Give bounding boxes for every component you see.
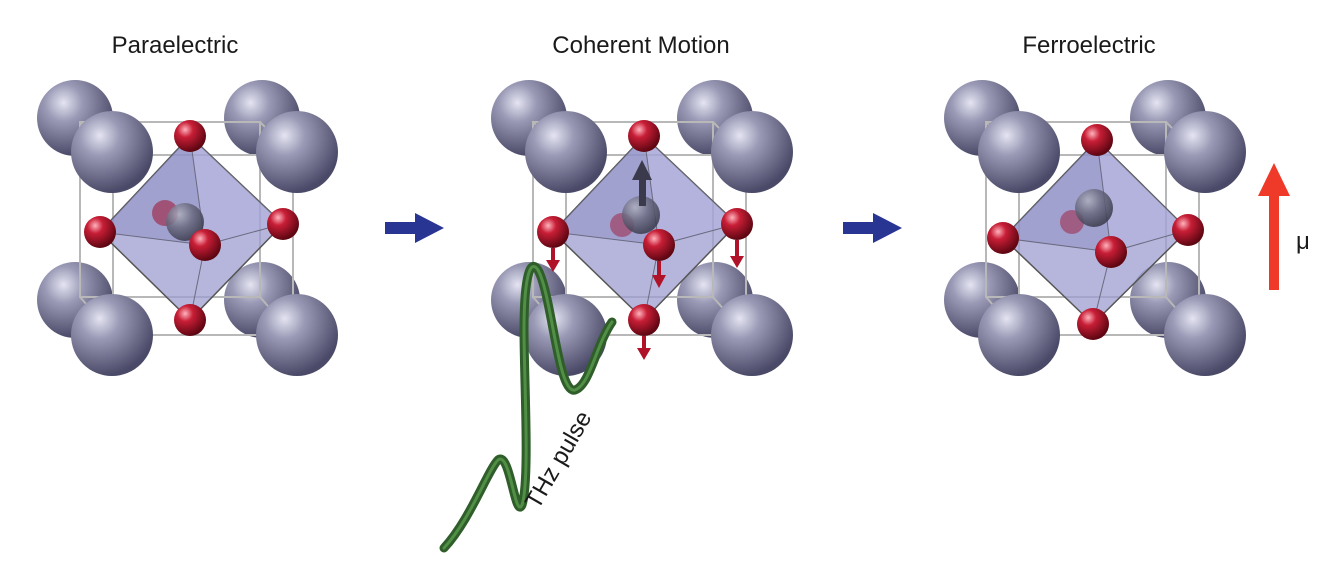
front-spheres (525, 111, 793, 376)
oxygen-displacement-arrows (546, 240, 744, 360)
oxygen-atom (628, 120, 660, 152)
b-site-atom (622, 196, 660, 234)
b-site-displacement-arrow (632, 160, 652, 206)
oxygen-atom (1095, 236, 1127, 268)
crystal-paraelectric (37, 80, 338, 376)
oxygen-atom (174, 304, 206, 336)
crystal-ferroelectric (944, 80, 1246, 376)
front-spheres (978, 111, 1246, 376)
octahedron-face (644, 136, 737, 245)
a-site-atom (525, 294, 607, 376)
transition-arrow-1 (385, 213, 444, 243)
front-spheres (71, 111, 338, 376)
polarization-arrow (1258, 163, 1290, 290)
polarization-label: μ (1296, 228, 1310, 255)
a-site-atom (256, 294, 338, 376)
oxygen-atom (84, 216, 116, 248)
a-site-atom (1164, 294, 1246, 376)
octahedron-face (190, 136, 283, 245)
oxygen-atom (1077, 308, 1109, 340)
title-paraelectric: Paraelectric (111, 32, 239, 59)
a-site-atom (525, 111, 607, 193)
oxygen-atom (643, 229, 675, 261)
transition-arrow-2 (843, 213, 902, 243)
oxygen-atom (721, 208, 753, 240)
b-site-atom (166, 203, 204, 241)
oxygen-atom (628, 304, 660, 336)
oxygen-atom (537, 216, 569, 248)
title-ferroelectric: Ferroelectric (1022, 32, 1156, 59)
title-coherent-motion: Coherent Motion (552, 32, 730, 59)
a-site-atom (1164, 111, 1246, 193)
a-site-atom (71, 111, 153, 193)
a-site-atom (256, 111, 338, 193)
a-site-atom (711, 111, 793, 193)
crystal-coherent-motion (439, 80, 793, 553)
oxygen-atom (189, 229, 221, 261)
a-site-atom (978, 111, 1060, 193)
a-site-atom (978, 294, 1060, 376)
oxygen-atom (987, 222, 1019, 254)
oxygen-atom (1172, 214, 1204, 246)
oxygen-atom (1081, 124, 1113, 156)
b-site-atom (1075, 189, 1113, 227)
oxygen-atom (174, 120, 206, 152)
a-site-atom (711, 294, 793, 376)
oxygen-atom (267, 208, 299, 240)
octahedron-face (1097, 140, 1188, 252)
a-site-atom (71, 294, 153, 376)
